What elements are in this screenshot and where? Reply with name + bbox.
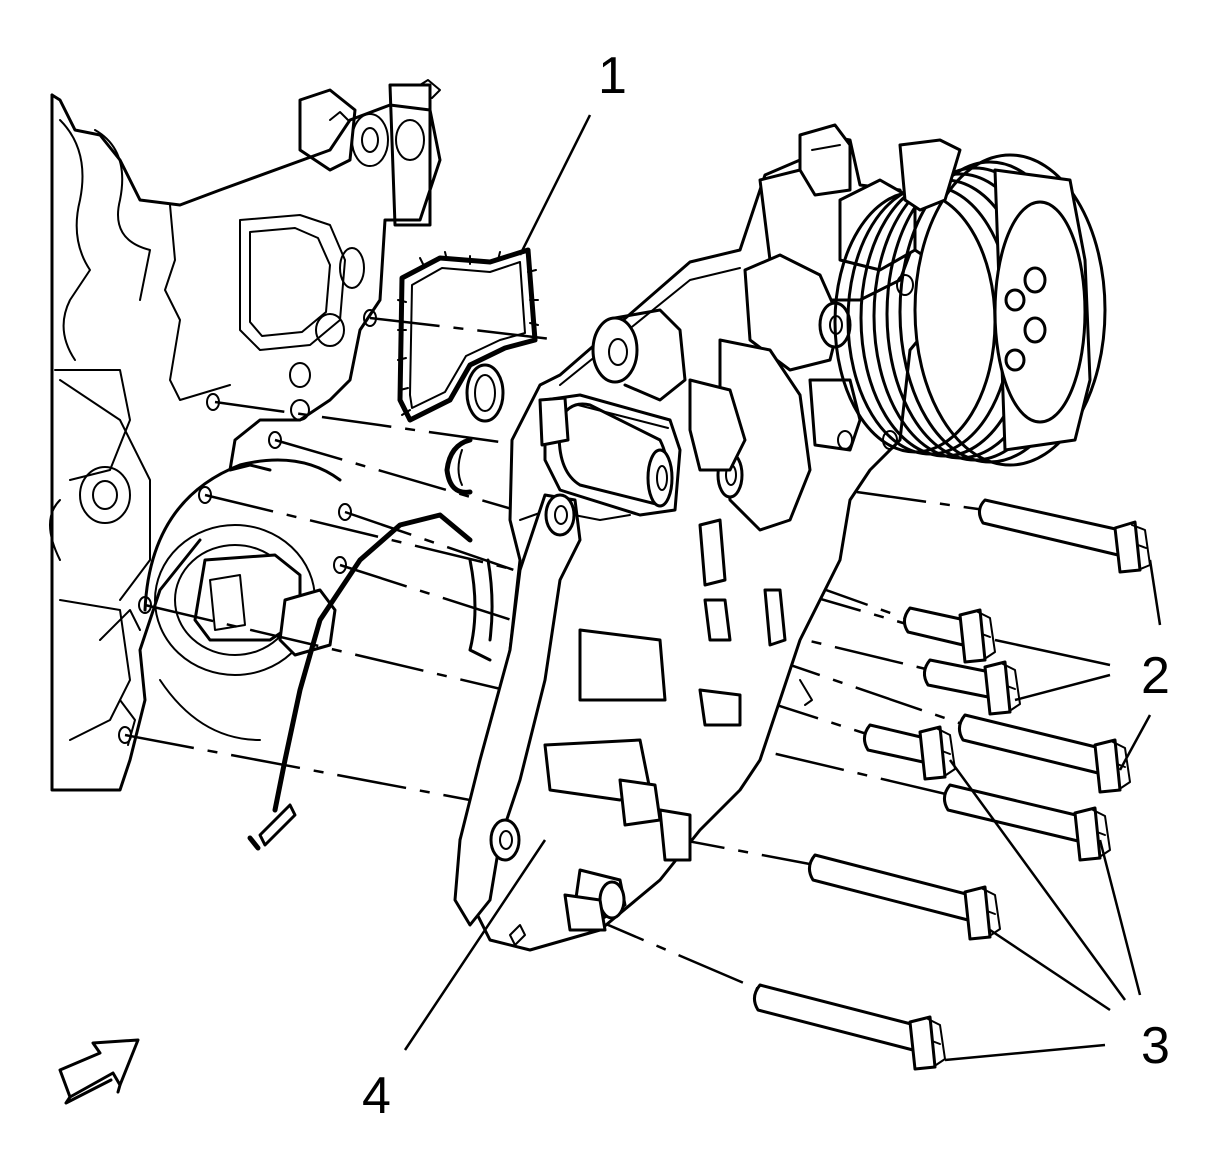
bolt-group-3 — [753, 723, 1111, 1071]
bolt-3b — [943, 783, 1111, 862]
bolt-3d — [753, 983, 946, 1071]
callout-4: 4 — [362, 1067, 391, 1125]
bolt-3a — [863, 723, 956, 781]
leader-lines — [403, 114, 1162, 1062]
bolt-2c — [923, 658, 1021, 716]
callout-3: 3 — [1141, 1017, 1170, 1075]
bolt-2d — [958, 713, 1131, 794]
bolt-3c — [808, 853, 1001, 941]
gasket-part-1 — [397, 247, 539, 495]
bolt-2a — [978, 498, 1151, 574]
bolt-2b — [903, 606, 996, 664]
view-direction-arrow-icon — [58, 1038, 140, 1105]
pump-bracket-assembly — [453, 123, 1107, 952]
callout-2: 2 — [1141, 647, 1170, 705]
bolt-group-2 — [903, 498, 1151, 794]
engine-block — [49, 79, 494, 851]
callout-1: 1 — [598, 47, 627, 105]
